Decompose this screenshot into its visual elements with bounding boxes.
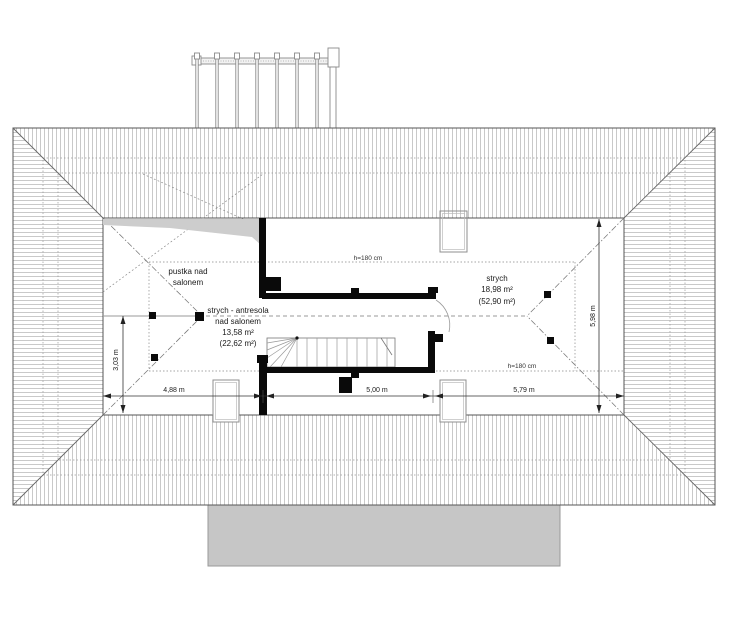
strych-area-total-label: (52,90 m²) [479,297,516,306]
dimensions [102,219,625,413]
chimney-upper [266,277,281,291]
stairs-outline [266,337,396,368]
eave-contour-inner [57,172,671,461]
wall-door-jamb [428,331,435,373]
stairs [266,336,396,368]
roof-window-bottom-right [439,379,467,423]
roof-window-top-inner [442,213,465,250]
post-hip-right-lower [547,337,554,344]
antresola-area-label: 13,58 m² [222,328,254,337]
antresola-area-total-label: (22,62 m²) [220,339,257,348]
stair-treads [296,338,388,367]
wall-left-cap [257,355,268,363]
post-mezzanine-mid [149,312,156,319]
door-swing-arc [435,299,451,333]
wall-left-vertical [259,362,267,415]
post-hip-right-upper [544,291,551,298]
roof-window-bottom-right-inner [442,382,464,420]
dim-303-label: 3,03 m [113,349,120,371]
antresola-label-line2: nad salonem [215,317,261,326]
pergola-column [329,66,337,129]
wall-upper-end-cap [428,287,438,293]
wall-lower-horizontal [262,367,435,373]
terrace-below [207,504,561,567]
walls [149,218,554,415]
pustka-label-line1: pustka nad [168,267,207,276]
h180-bottom-label: h=180 cm [508,363,537,370]
wall-void-right [259,218,266,298]
dim-579-label: 5,79 m [513,387,535,394]
dimension-ticks [102,390,625,403]
h180-contour [148,261,624,372]
antresola-label-line1: strych - antresola [207,306,269,315]
stair-winder-hub [295,336,299,340]
wall-upper-horizontal [262,293,436,299]
pergola [191,47,340,129]
strych-label: strych [486,274,507,283]
roof-outline [12,127,716,506]
pergola-column-head [327,47,340,68]
door-hinge-cap [435,334,443,342]
stair-break-line [380,337,393,356]
post-hip-left [151,354,158,361]
roof-windows [212,210,468,423]
stair-winders [266,337,298,368]
roof-window-bottom-left [212,379,240,423]
wall-post-lower [351,373,359,378]
labels: pustka nad salonem strych - antresola na… [113,255,597,394]
dim-488-label: 4,88 m [163,387,185,394]
sloped-ceiling-wedge [103,219,262,246]
roof-plane-west [13,128,103,505]
roof-plane-east [624,128,715,505]
dimension-arrows [103,219,624,413]
h180-top-label: h=180 cm [354,255,383,262]
hip-lines [12,127,716,506]
wall-post-upper [351,288,359,293]
post-mezzanine-corner [195,312,204,321]
pustka-label-line2: salonem [173,278,204,287]
roof-window-bottom-left-inner [215,382,237,420]
dimension-lines [103,219,624,413]
dim-598-label: 5,98 m [590,305,597,327]
hip-projection-lines [102,217,625,416]
roof-window-top [439,210,468,253]
chimney-lower [339,377,352,393]
dim-500-label: 5,00 m [366,387,388,394]
strych-area-label: 18,98 m² [481,285,513,294]
